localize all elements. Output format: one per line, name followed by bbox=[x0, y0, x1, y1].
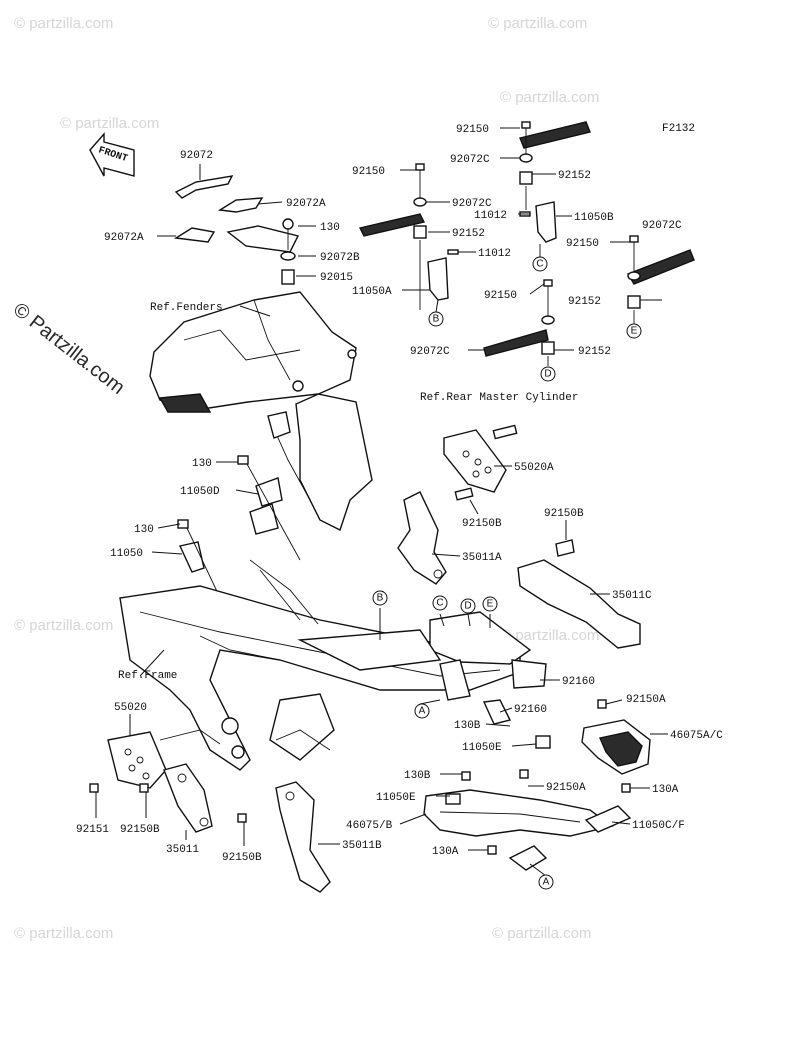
watermark: © partzilla.com bbox=[500, 627, 599, 644]
callout-a: A bbox=[538, 874, 554, 890]
part-label: 92150 bbox=[484, 290, 517, 302]
part-label: 35011 bbox=[166, 844, 199, 856]
part-label: 92072C bbox=[450, 154, 490, 166]
part-label: 55020A bbox=[514, 462, 554, 474]
svg-text:B: B bbox=[377, 593, 384, 604]
part-label: 92152 bbox=[558, 170, 591, 182]
part-label: 11050D bbox=[180, 486, 220, 498]
callout-b: B bbox=[372, 590, 388, 606]
svg-text:A: A bbox=[543, 877, 550, 888]
callout-c: C bbox=[432, 595, 448, 611]
part-label: 46075/B bbox=[346, 820, 393, 832]
svg-text:C: C bbox=[536, 259, 543, 270]
watermark: © partzilla.com bbox=[500, 89, 599, 106]
part-label: 92072C bbox=[452, 198, 492, 210]
part-label: 130A bbox=[652, 784, 679, 796]
part-label: 11012 bbox=[474, 210, 507, 222]
part-label: 11050E bbox=[376, 792, 416, 804]
rear-master-cylinder-bracket bbox=[397, 424, 641, 649]
part-label: 92152 bbox=[578, 346, 611, 358]
leader-lines bbox=[95, 127, 668, 877]
small-brackets bbox=[177, 455, 301, 641]
callout-d: D bbox=[460, 598, 476, 614]
watermark: © partzilla.com bbox=[488, 15, 587, 32]
part-label: 92150B bbox=[222, 852, 262, 864]
part-label: 11050C/F bbox=[632, 820, 685, 832]
callout-c: C bbox=[532, 256, 548, 272]
part-label: 92072A bbox=[104, 232, 144, 244]
part-label: 11050A bbox=[352, 286, 392, 298]
part-label: 92150B bbox=[120, 824, 160, 836]
part-label: 92072B bbox=[320, 252, 360, 264]
part-label: 46075A/C bbox=[670, 730, 723, 742]
bracket-92072-group bbox=[173, 175, 300, 285]
part-label: 92150A bbox=[626, 694, 666, 706]
bolt-icon bbox=[415, 121, 639, 316]
svg-text:B: B bbox=[433, 314, 440, 325]
fender-assembly bbox=[149, 291, 373, 531]
part-label: 11050 bbox=[110, 548, 143, 560]
part-label: 92160 bbox=[562, 676, 595, 688]
callout-e: E bbox=[626, 323, 642, 339]
ref-frame-label: Ref.Frame bbox=[118, 670, 177, 682]
svg-text:D: D bbox=[544, 369, 551, 380]
part-label: 92150 bbox=[566, 238, 599, 250]
part-label: 92072C bbox=[410, 346, 450, 358]
callout-a: A bbox=[414, 703, 430, 719]
callout-b: B bbox=[428, 311, 444, 327]
part-label: 92072A bbox=[286, 198, 326, 210]
watermark: © partzilla.com bbox=[14, 617, 113, 634]
part-label: 130 bbox=[192, 458, 212, 470]
part-label: 130B bbox=[404, 770, 431, 782]
part-label: 35011A bbox=[462, 552, 502, 564]
watermark-large: © Partzilla.com bbox=[9, 299, 129, 399]
part-label: 92160 bbox=[514, 704, 547, 716]
part-label: 92150 bbox=[352, 166, 385, 178]
part-label: 92072 bbox=[180, 150, 213, 162]
watermark: © partzilla.com bbox=[492, 925, 591, 942]
part-label: 92152 bbox=[452, 228, 485, 240]
part-label: 11012 bbox=[478, 248, 511, 260]
svg-text:D: D bbox=[464, 601, 471, 612]
callout-e: E bbox=[482, 596, 498, 612]
callouts: B C E D B C D E A A bbox=[372, 256, 642, 890]
main-frame bbox=[119, 559, 532, 771]
callout-d: D bbox=[540, 366, 556, 382]
part-label: 92150B bbox=[462, 518, 502, 530]
svg-text:E: E bbox=[631, 326, 638, 337]
svg-text:C: C bbox=[436, 598, 443, 609]
part-label: 92015 bbox=[320, 272, 353, 284]
part-label: 130A bbox=[432, 846, 459, 858]
part-label: 11050B bbox=[574, 212, 614, 224]
ref-fenders-label: Ref.Fenders bbox=[150, 302, 223, 314]
part-label: 11050E bbox=[462, 742, 502, 754]
watermark: © partzilla.com bbox=[60, 115, 159, 132]
diagram-code: F2132 bbox=[662, 123, 695, 135]
part-labels: 92072 92072A 92072A 130 92072B 92015 921… bbox=[76, 124, 723, 864]
watermark: © partzilla.com bbox=[14, 15, 113, 32]
part-label: 92150 bbox=[456, 124, 489, 136]
part-label: 92151 bbox=[76, 824, 109, 836]
part-label: 92152 bbox=[568, 296, 601, 308]
part-label: 35011B bbox=[342, 840, 382, 852]
part-label: 55020 bbox=[114, 702, 147, 714]
ref-rear-master-cylinder-label: Ref.Rear Master Cylinder bbox=[420, 392, 578, 404]
part-label: 35011C bbox=[612, 590, 652, 602]
footpeg-brackets-right bbox=[423, 659, 651, 871]
footpeg-brackets-left bbox=[89, 729, 331, 893]
part-label: 92150B bbox=[544, 508, 584, 520]
svg-text:E: E bbox=[487, 599, 494, 610]
part-label: 130 bbox=[320, 222, 340, 234]
svg-text:A: A bbox=[419, 706, 426, 717]
watermark: © partzilla.com bbox=[14, 925, 113, 942]
part-label: 130B bbox=[454, 720, 481, 732]
part-label: 130 bbox=[134, 524, 154, 536]
part-label: 92072C bbox=[642, 220, 682, 232]
part-label: 92150A bbox=[546, 782, 586, 794]
straps-group bbox=[358, 121, 695, 366]
front-arrow-icon: FRONT bbox=[89, 132, 135, 177]
